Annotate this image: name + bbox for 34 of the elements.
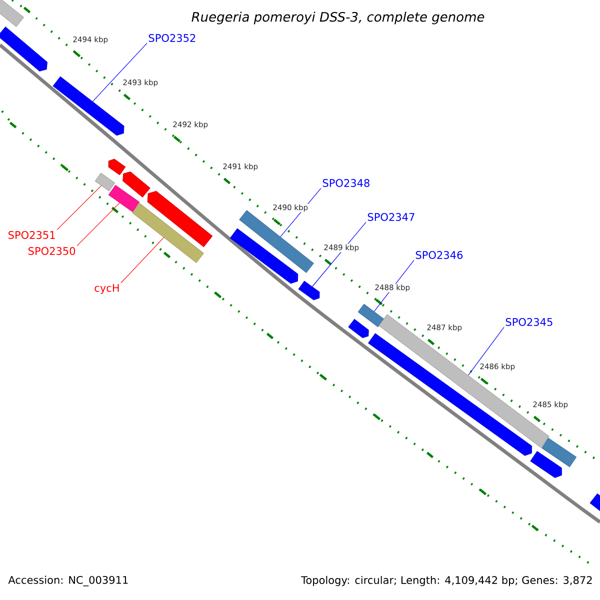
gene-label: SPO2345 <box>506 318 552 326</box>
gene-feature <box>108 158 126 176</box>
gene-feature <box>230 228 298 284</box>
gene-label: SPO2352 <box>148 34 196 42</box>
gene-label: SPO2350 <box>28 247 76 255</box>
gene-feature <box>590 493 600 512</box>
gene-feature <box>52 76 124 136</box>
gene-label: SPO2348 <box>322 179 370 187</box>
gene-feature <box>298 280 320 300</box>
gene-bar <box>0 0 24 27</box>
title: Ruegeria pomeroyi DSS-3, complete genome <box>192 12 484 24</box>
gene-bar <box>239 210 314 273</box>
gene-bar <box>108 184 140 212</box>
gene-feature <box>122 172 150 198</box>
gene-label: SPO2347 <box>368 213 414 221</box>
leader-line <box>56 185 102 230</box>
gene-feature <box>348 318 369 338</box>
leader-line <box>92 42 148 102</box>
gene-bar <box>541 438 577 468</box>
gene-label: cycH <box>94 284 119 294</box>
footer-text: Topology: circular; Length: 4,109,442 bp; Genes: 3,872 <box>301 576 592 586</box>
gene-bar <box>132 203 204 263</box>
leader-line <box>468 326 504 376</box>
gene-bar <box>94 172 116 192</box>
gene-feature <box>530 451 562 478</box>
gene-feature <box>147 190 213 248</box>
gene-label: SPO2346 <box>416 251 462 259</box>
gene-feature <box>368 333 532 456</box>
leader-line <box>76 202 120 246</box>
leader-line <box>120 237 164 284</box>
gene-bar <box>358 304 384 328</box>
gene-label: SPO2351 <box>8 231 55 239</box>
gene-feature <box>0 26 48 72</box>
footer-text: Accession: NC_003911 <box>8 576 128 586</box>
